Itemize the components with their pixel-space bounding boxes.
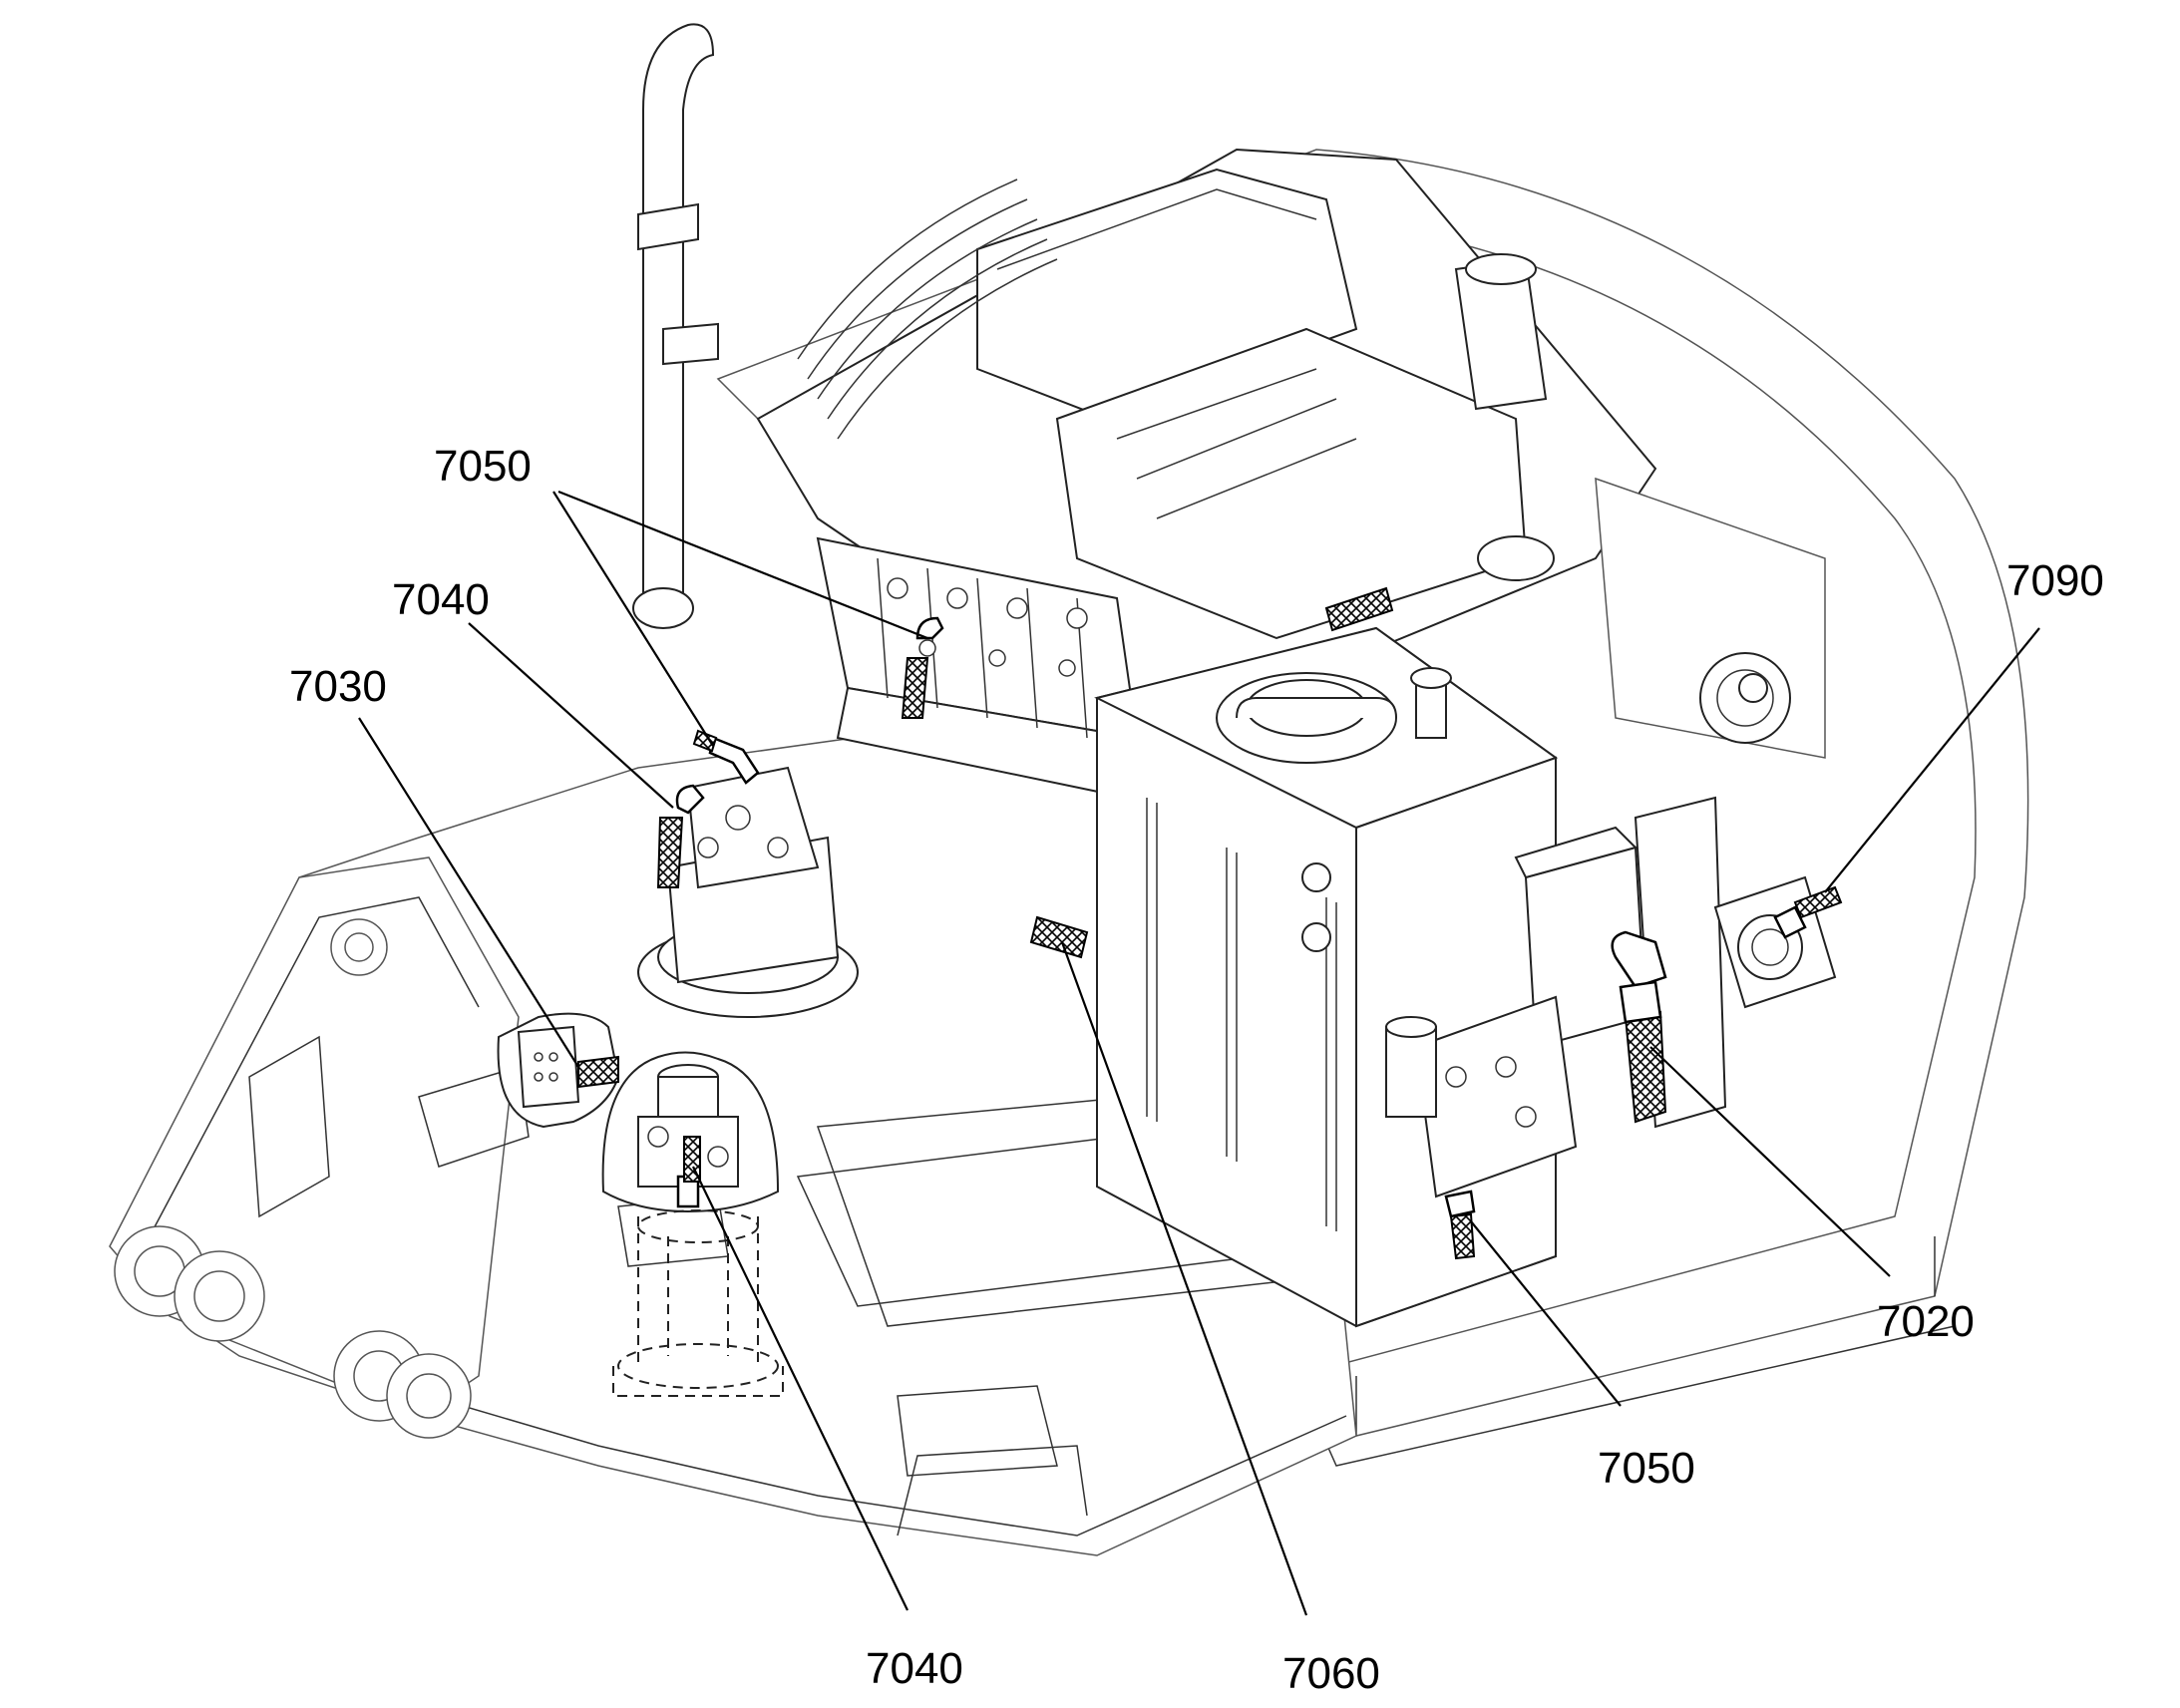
callout-7060: 7060 xyxy=(1282,1649,1380,1698)
callout-7030: 7030 xyxy=(289,662,387,711)
connector-detail-bubble xyxy=(497,1012,620,1129)
callout-7050-bottom: 7050 xyxy=(1598,1444,1695,1493)
callout-7040-bottom: 7040 xyxy=(866,1644,963,1693)
leader-lines xyxy=(358,490,2040,1616)
swivel-joint-detail-bubble xyxy=(601,1051,780,1213)
hose-7060-engine[interactable] xyxy=(1324,586,1394,632)
hose-7050-swing-motor-top[interactable] xyxy=(692,729,760,785)
hose-7090-right[interactable] xyxy=(1773,885,1843,939)
hose-7040-swing-motor[interactable] xyxy=(656,784,705,888)
hose-7020-right[interactable] xyxy=(1611,930,1667,1124)
callout-7050-top: 7050 xyxy=(434,442,532,491)
callout-7020: 7020 xyxy=(1877,1297,1975,1346)
swivel-joint-hidden-lines xyxy=(612,1209,784,1397)
solenoid-valve-block xyxy=(1385,995,1578,1198)
hose-7050-tank-valve[interactable] xyxy=(1444,1190,1476,1260)
swing-motor xyxy=(637,766,859,1018)
exhaust-pipe xyxy=(632,23,719,629)
boom-bracket xyxy=(109,856,530,1439)
hydraulic-tank xyxy=(1094,626,1559,1328)
callout-7090: 7090 xyxy=(2006,556,2104,605)
engine-assembly xyxy=(756,148,1826,759)
callout-7040-top: 7040 xyxy=(392,575,490,624)
hose-7050-control-valve[interactable] xyxy=(901,616,944,719)
hose-7040-swivel[interactable] xyxy=(676,1136,701,1208)
hose-7060-center[interactable] xyxy=(1029,915,1089,959)
